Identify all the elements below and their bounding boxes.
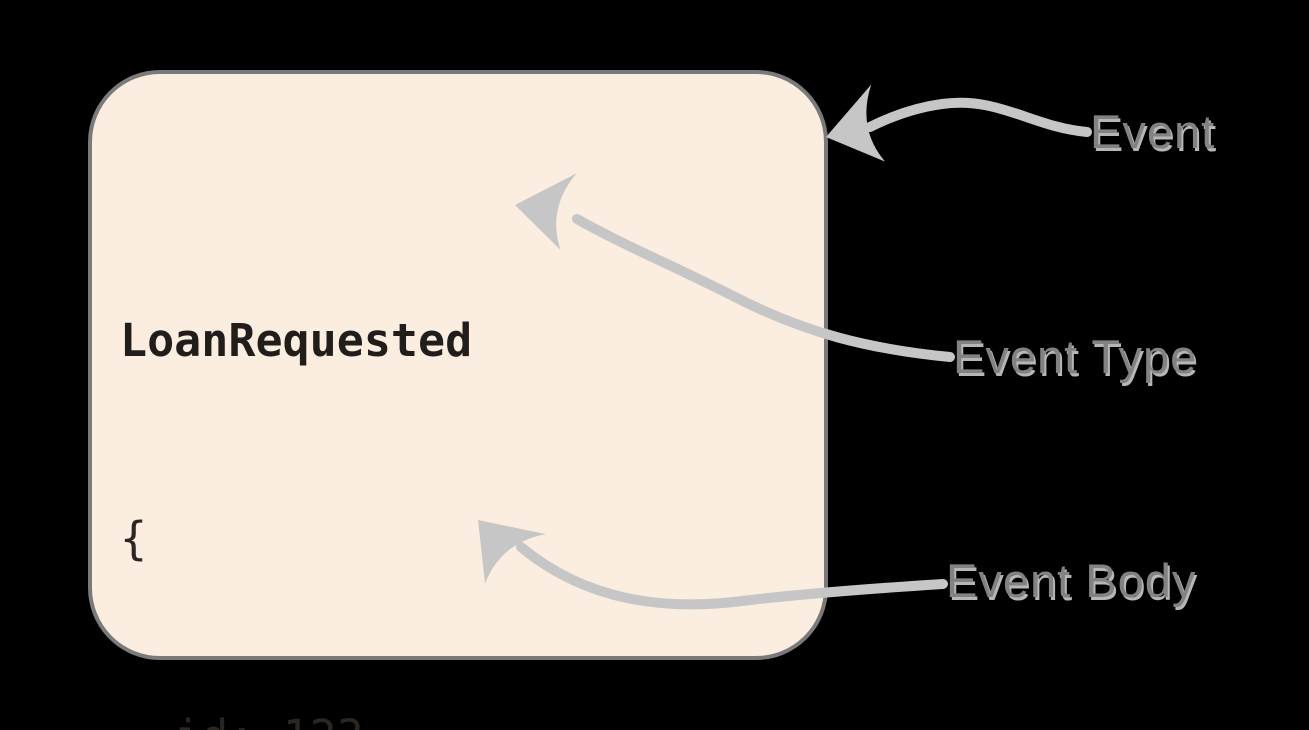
event-type-name: LoanRequested <box>120 314 473 367</box>
annotation-label-event-type: Event Type <box>953 330 1198 383</box>
annotation-label-event-body: Event Body <box>946 554 1197 607</box>
event-code-block: LoanRequested { id: 123, amount: 100, bo… <box>120 176 743 730</box>
code-line-id: id: 123, <box>120 704 743 730</box>
code-line-open-brace: { <box>120 512 148 565</box>
event-arrow-curve <box>865 97 1092 137</box>
annotation-label-event: Event <box>1090 105 1216 158</box>
